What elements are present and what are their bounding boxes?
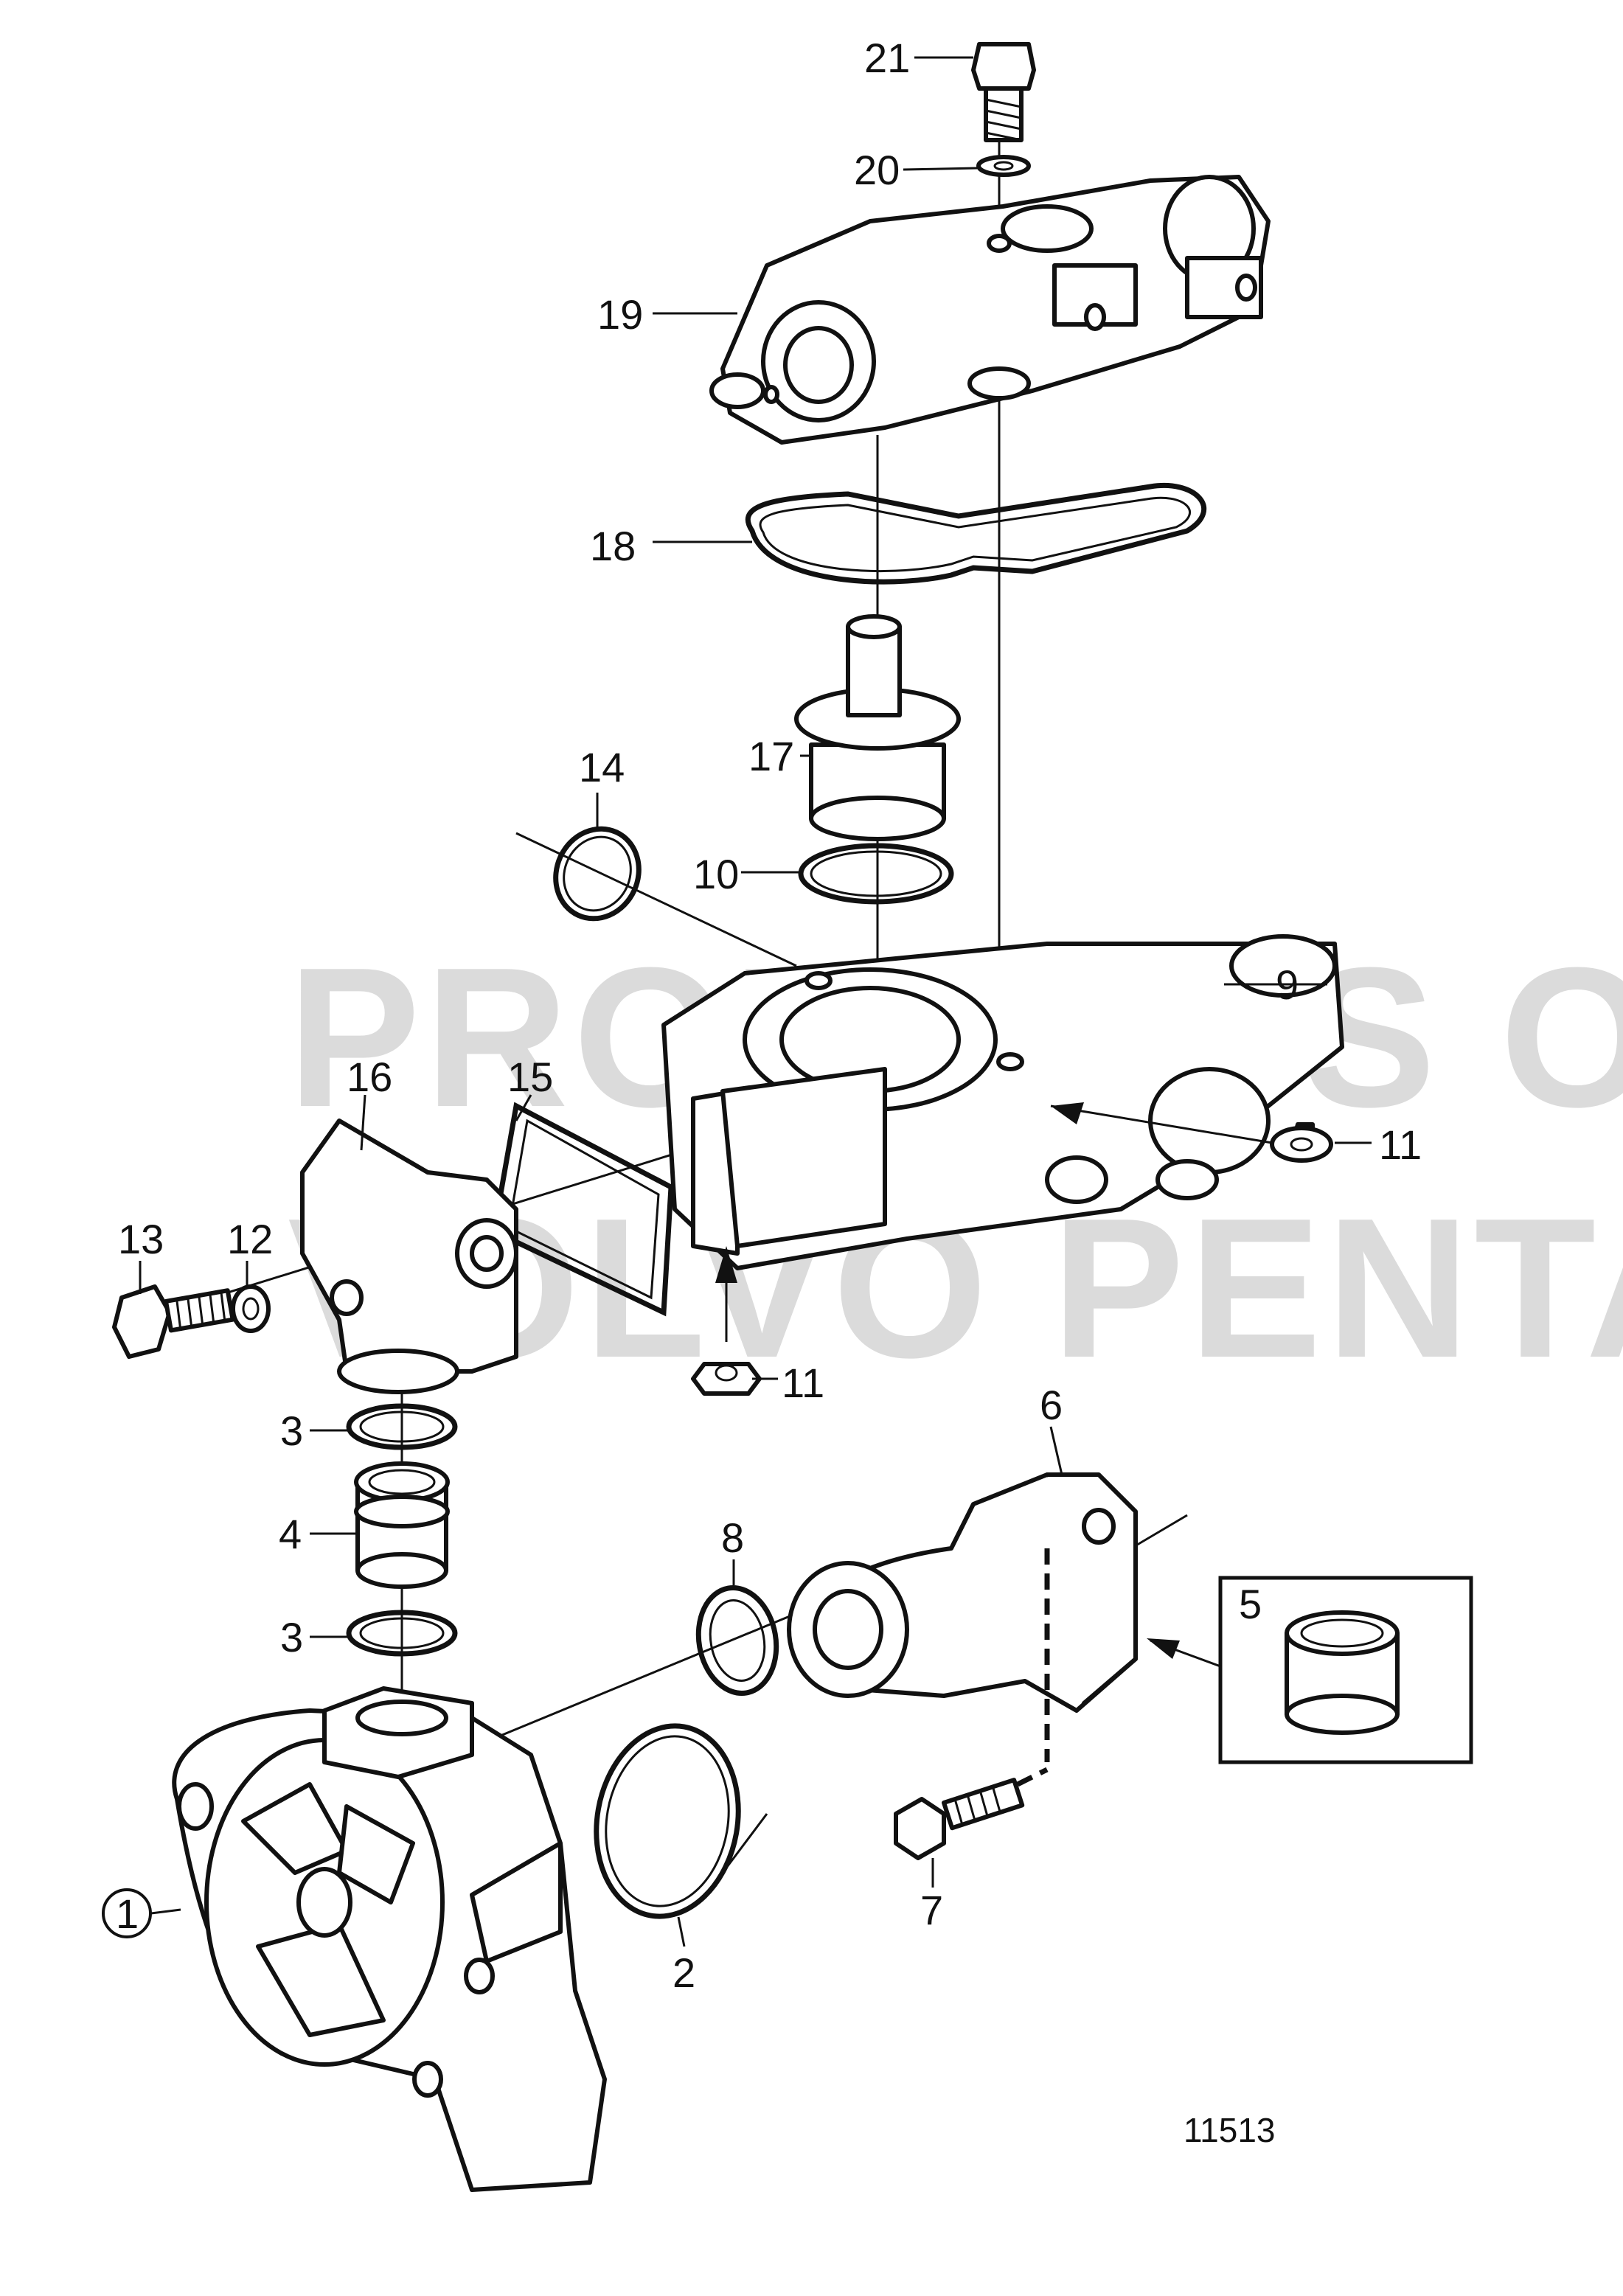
callout-1: 1 xyxy=(116,1890,139,1937)
inset-box-5 xyxy=(1147,1576,1473,1764)
part-bolt-16 xyxy=(112,1284,235,1359)
part-thermostat-cover-19 xyxy=(709,175,1271,445)
part-pipe-bend-6 xyxy=(787,1472,1138,1762)
part-gasket-13 xyxy=(491,1102,674,1317)
part-nut-11-bottom xyxy=(691,1246,762,1396)
callout-1-circle xyxy=(102,1888,152,1938)
drawing-number: 11513 xyxy=(1184,2111,1276,2149)
part-sealing-ring-8 xyxy=(695,1585,779,1696)
callout-11-bottom: 11 xyxy=(782,1360,824,1406)
part-sealing-ring-3-lower xyxy=(346,1610,458,1657)
callout-3-upper: 3 xyxy=(280,1408,303,1454)
callout-12: 14 xyxy=(579,744,625,790)
callout-13: 15 xyxy=(507,1054,553,1100)
callout-11-right: 11 xyxy=(1379,1121,1422,1168)
part-sealing-ring-3-upper xyxy=(346,1403,458,1450)
part-sealing-ring-10 xyxy=(798,843,954,905)
part-bolt-7 xyxy=(894,1767,1049,1860)
part-washer-15 xyxy=(231,1284,271,1333)
callout-14: 16 xyxy=(347,1054,392,1100)
part-gasket-18 xyxy=(745,483,1206,585)
callout-21: 21 xyxy=(864,35,910,81)
callout-20: 20 xyxy=(854,147,900,193)
callout-19: 19 xyxy=(597,291,643,338)
callout-2: 2 xyxy=(673,1949,695,1996)
part-washer-20 xyxy=(976,155,1031,177)
callout-10: 10 xyxy=(693,851,739,897)
callout-15: 12 xyxy=(227,1216,273,1262)
callout-7: 7 xyxy=(920,1887,943,1933)
callout-9: 9 xyxy=(1276,961,1299,1008)
part-pump-housing-1 xyxy=(172,1686,607,2192)
part-sleeve-4 xyxy=(354,1461,450,1589)
part-nut-11-right xyxy=(1050,1102,1333,1163)
callout-8: 8 xyxy=(721,1514,744,1561)
part-o-ring-2 xyxy=(594,1723,741,1919)
part-o-ring-12 xyxy=(553,826,642,922)
callout-3-lower: 3 xyxy=(280,1614,303,1660)
part-thermostat-housing-9 xyxy=(661,934,1344,1270)
part-bolt-21 xyxy=(971,42,1036,142)
callout-5: 5 xyxy=(1239,1581,1262,1627)
part-thermostat-17 xyxy=(794,614,961,841)
callout-18: 18 xyxy=(590,523,636,569)
callout-16: 13 xyxy=(118,1216,164,1262)
part-connecting-pipe-14 xyxy=(300,1119,518,1394)
callout-lines xyxy=(139,56,1372,1947)
callout-labels: 21 20 19 18 17 14 10 9 11 11 15 16 12 13… xyxy=(102,35,1422,2149)
callout-4: 4 xyxy=(279,1511,302,1557)
callout-17: 17 xyxy=(748,733,794,779)
callout-6: 6 xyxy=(1040,1382,1063,1428)
